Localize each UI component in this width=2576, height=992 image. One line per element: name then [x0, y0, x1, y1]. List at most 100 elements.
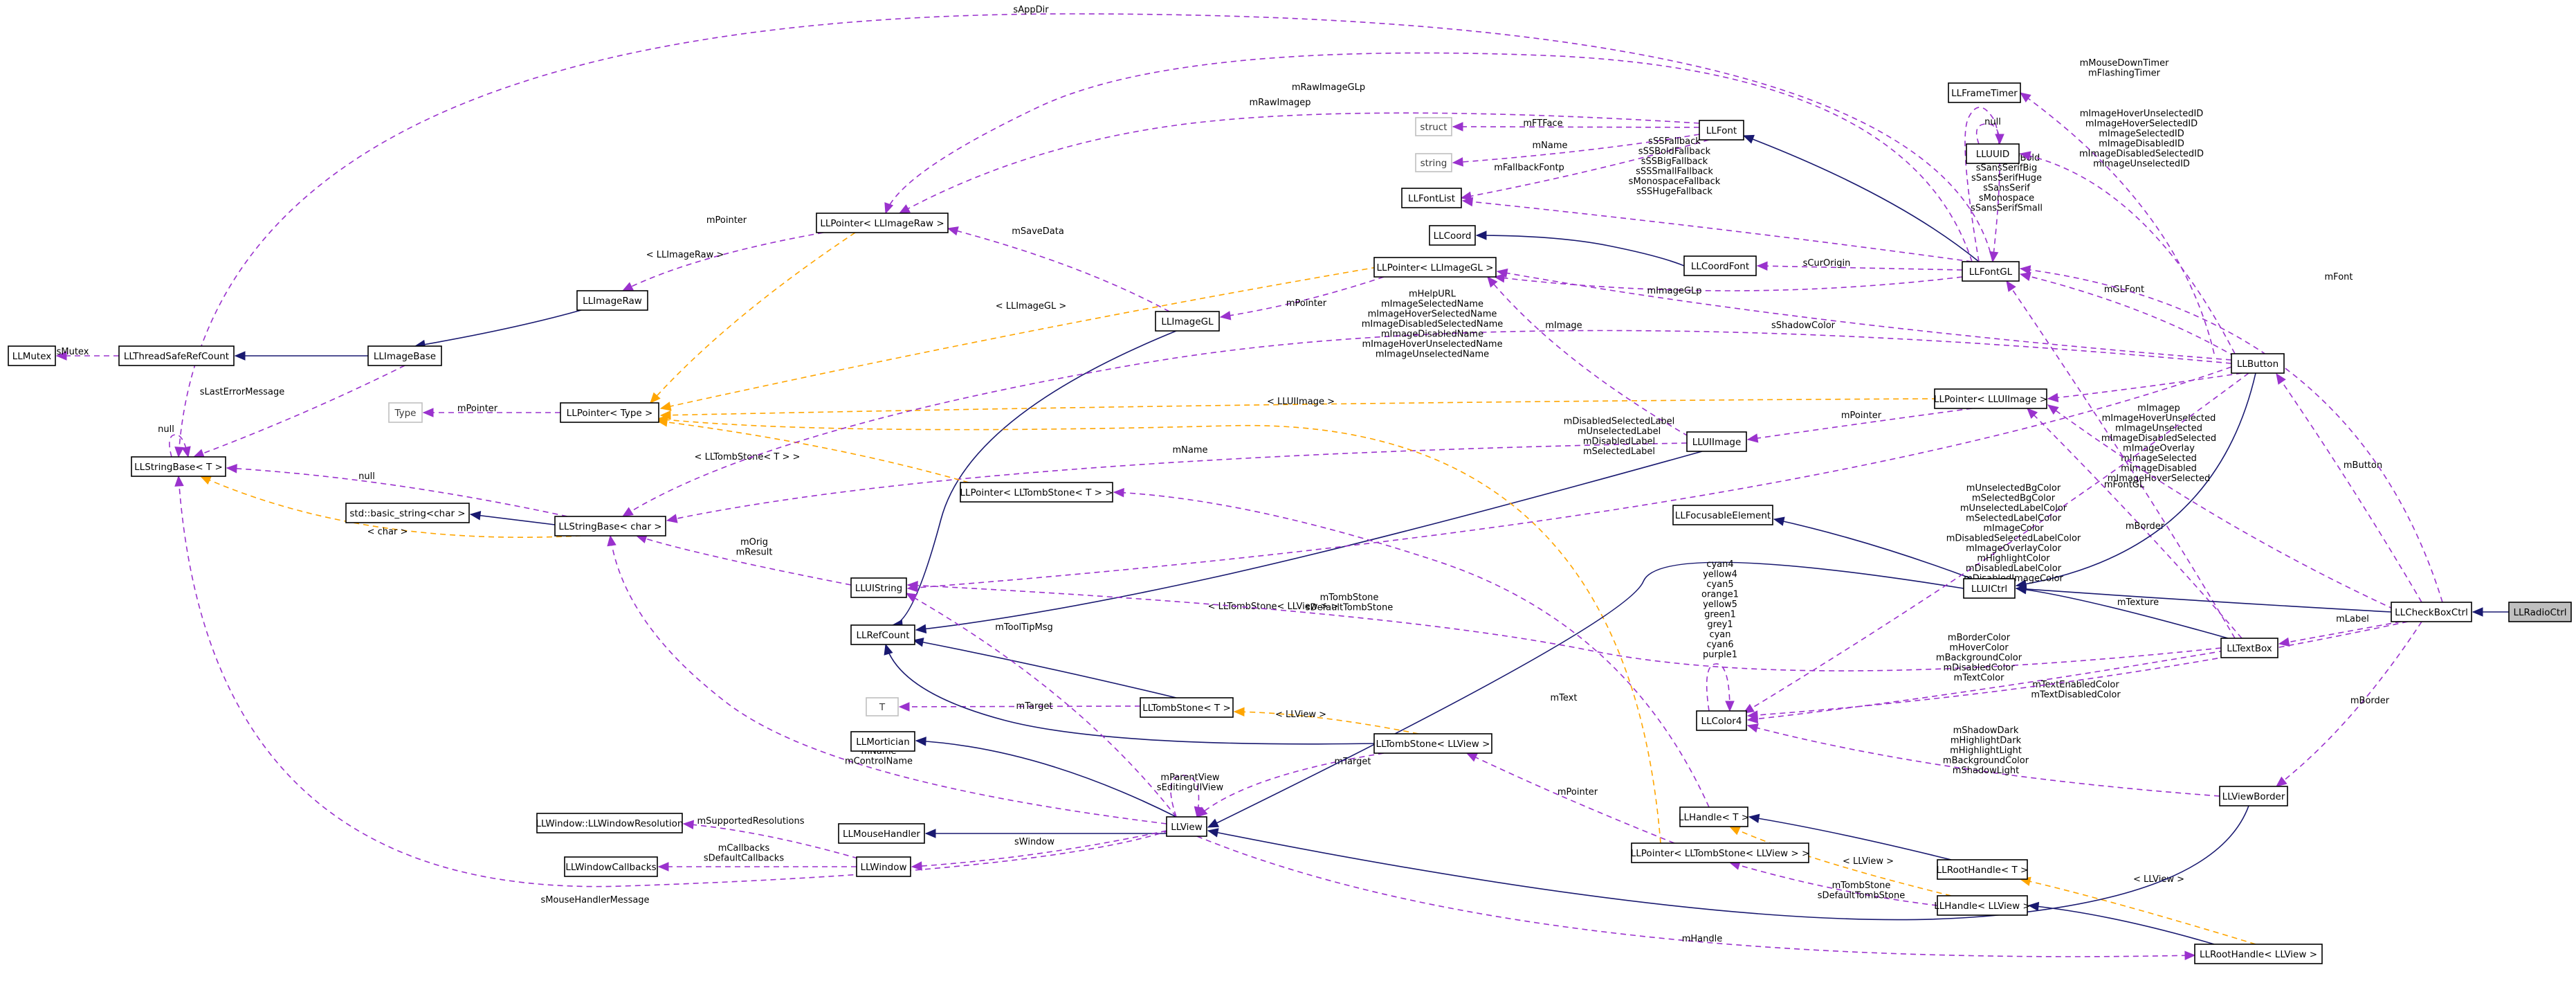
- class-name: LLWindow::LLWindowResolution: [536, 818, 684, 829]
- edge-label: mOrig: [740, 537, 768, 548]
- inheritance-arrowhead: [2472, 607, 2483, 617]
- class-node-stdString[interactable]: std::basic_string<char >: [345, 503, 470, 523]
- edge-LLView-to-LLUIString: mToolTipMsg: [905, 593, 1177, 818]
- class-node-Type[interactable]: Type: [388, 402, 423, 423]
- edge-LLFontGL-to-LLStringBaseT: sAppDir: [174, 5, 1993, 458]
- class-node-LLImageBase[interactable]: LLImageBase: [367, 345, 442, 366]
- class-box: [1415, 117, 1452, 136]
- class-node-LLRootHandleT[interactable]: LLRootHandle< T >: [1937, 859, 2029, 880]
- class-node-LLTombStoneView[interactable]: LLTombStone< LLView >: [1373, 733, 1492, 754]
- class-node-LLHandleView[interactable]: LLHandle< LLView >: [1934, 895, 2031, 916]
- edge-line: [907, 584, 2222, 671]
- class-node-LLPointerType[interactable]: LLPointer< Type >: [560, 402, 659, 423]
- edge-label: mButton: [2344, 460, 2382, 471]
- class-node-LLButton[interactable]: LLButton: [2231, 353, 2285, 374]
- class-node-LLPointerTombStoneT[interactable]: LLPointer< LLTombStone< T > >: [960, 482, 1113, 503]
- arrowhead: [621, 282, 634, 291]
- class-node-LLMutex[interactable]: LLMutex: [8, 345, 56, 366]
- class-node-LLUICtrl[interactable]: LLUICtrl: [1963, 578, 2016, 599]
- edge-line: [911, 830, 1167, 867]
- edge-LLFontGL-to-LLPointerImageRaw: mRawImageGLp: [884, 52, 1973, 262]
- class-node-LLFontGL[interactable]: LLFontGL: [1962, 261, 2020, 282]
- class-node-LLStringBaseT[interactable]: LLStringBase< T >: [131, 456, 226, 477]
- class-name: T: [879, 702, 886, 713]
- class-node-LLRootHandleView[interactable]: LLRootHandle< LLView >: [2194, 944, 2323, 964]
- class-node-LLCheckBoxCtrl[interactable]: LLCheckBoxCtrl: [2391, 602, 2472, 622]
- edge-line: [915, 451, 1703, 631]
- arrowhead: [226, 464, 237, 474]
- class-node-LLTombStoneT[interactable]: LLTombStone< T >: [1140, 697, 1234, 718]
- class-box: [960, 482, 1113, 503]
- class-node-LLTextBox[interactable]: LLTextBox: [2220, 638, 2278, 658]
- edge-label: yellow4: [1703, 569, 1737, 579]
- class-node-LLCoordFont[interactable]: LLCoordFont: [1683, 255, 1757, 276]
- class-box: [1937, 895, 2028, 916]
- class-node-LLWindowCallbacks[interactable]: LLWindowCallbacks: [564, 856, 658, 877]
- edge-label: cyan5: [1706, 579, 1733, 590]
- arrowhead: [55, 351, 67, 361]
- class-node-LLFocusableElement[interactable]: LLFocusableElement: [1672, 505, 1773, 525]
- arrowhead: [1496, 268, 1508, 278]
- class-node-LLView[interactable]: LLView: [1166, 816, 1207, 837]
- class-node-LLPointerUIImage[interactable]: LLPointer< LLUIImage >: [1934, 388, 2047, 409]
- class-name: LLCheckBoxCtrl: [2395, 607, 2468, 618]
- class-name: LLTombStone< LLView >: [1376, 739, 1490, 750]
- edge-label: mUnselectedBgColor: [1966, 483, 2061, 494]
- class-node-LLMortician[interactable]: LLMortician: [850, 731, 915, 752]
- class-name: LLCoordFont: [1691, 261, 1749, 272]
- class-node-LLWindow[interactable]: LLWindow: [856, 856, 911, 877]
- class-node-LLFontList[interactable]: LLFontList: [1401, 188, 1462, 208]
- class-name: LLPointer< LLTombStone< LLView > >: [1631, 848, 1810, 859]
- edge-label: mFallbackFontp: [1494, 163, 1564, 173]
- edge-label: mImageHoverSelectedID: [2085, 118, 2198, 129]
- edge-line: [414, 309, 582, 347]
- class-node-LLPointerImageGL[interactable]: LLPointer< LLImageGL >: [1373, 257, 1497, 278]
- inheritance-arrowhead: [915, 737, 926, 746]
- class-node-LLImageRaw[interactable]: LLImageRaw: [576, 290, 648, 311]
- class-node-LLColor4[interactable]: LLColor4: [1696, 710, 1747, 731]
- edge-label: sMouseHandlerMessage: [540, 895, 649, 905]
- class-node-LLFrameTimer[interactable]: LLFrameTimer: [1948, 82, 2021, 103]
- class-name: LLUIImage: [1692, 437, 1742, 448]
- class-node-string[interactable]: string: [1415, 153, 1452, 172]
- arrowhead: [174, 447, 184, 458]
- class-node-LLMouseHandler[interactable]: LLMouseHandler: [838, 823, 925, 844]
- edge-line: [1747, 725, 2220, 797]
- class-node-LLWindowResolution[interactable]: LLWindow::LLWindowResolution: [536, 813, 684, 833]
- class-name: LLButton: [2237, 359, 2278, 370]
- class-node-LLStringBaseChar[interactable]: LLStringBase< char >: [554, 516, 666, 536]
- class-node-T[interactable]: T: [866, 697, 899, 716]
- edge-LLFontGL-to-LLFontList: sSSFallbacksSSBoldFallbacksSSBigFallback…: [1461, 136, 1973, 262]
- edge-LLTextBox-to-LLFontGL: mFontGL: [2006, 280, 2236, 639]
- edge-line: [1747, 650, 2225, 721]
- edge-label: mImageHoverUnselectedID: [2080, 109, 2204, 119]
- class-node-struct[interactable]: struct: [1415, 117, 1452, 136]
- edge-LLFont-to-string: mName: [1452, 134, 1700, 167]
- class-box: [850, 624, 915, 645]
- edge-label: sSansSerifBig: [1976, 163, 2038, 173]
- class-node-LLThreadSafeRefCount[interactable]: LLThreadSafeRefCount: [118, 345, 235, 366]
- edge-label: mPointer: [1558, 787, 1598, 797]
- edge-LLThreadSafeRefCount-to-LLMutex: sMutex: [55, 347, 119, 361]
- class-node-LLRadioCtrl[interactable]: LLRadioCtrl: [2508, 602, 2572, 622]
- class-node-LLViewBorder[interactable]: LLViewBorder: [2219, 786, 2288, 806]
- edge-label: mPointer: [1841, 411, 1882, 421]
- class-node-LLPointerTombStoneView[interactable]: LLPointer< LLTombStone< LLView > >: [1631, 842, 1810, 863]
- edge-line: [1773, 518, 1973, 579]
- class-node-LLCoord[interactable]: LLCoord: [1429, 225, 1476, 246]
- arrowhead: [650, 392, 661, 404]
- class-box: [131, 456, 226, 477]
- class-node-LLRefCount[interactable]: LLRefCount: [850, 624, 915, 645]
- class-node-LLUUID[interactable]: LLUUID: [1966, 143, 2020, 164]
- class-node-LLUIImage[interactable]: LLUIImage: [1686, 431, 1747, 452]
- edge-label: mImageDisabledSelectedID: [2079, 149, 2204, 159]
- class-node-LLFont[interactable]: LLFont: [1699, 120, 1744, 141]
- class-node-LLHandleT[interactable]: LLHandle< T >: [1679, 806, 1749, 827]
- class-box: [2508, 602, 2572, 622]
- class-node-LLPointerImageRaw[interactable]: LLPointer< LLImageRaw >: [816, 213, 949, 233]
- class-node-LLImageGL[interactable]: LLImageGL: [1155, 311, 1220, 332]
- class-node-LLUIString[interactable]: LLUIString: [850, 577, 907, 598]
- edge-label: mLabel: [2336, 614, 2369, 624]
